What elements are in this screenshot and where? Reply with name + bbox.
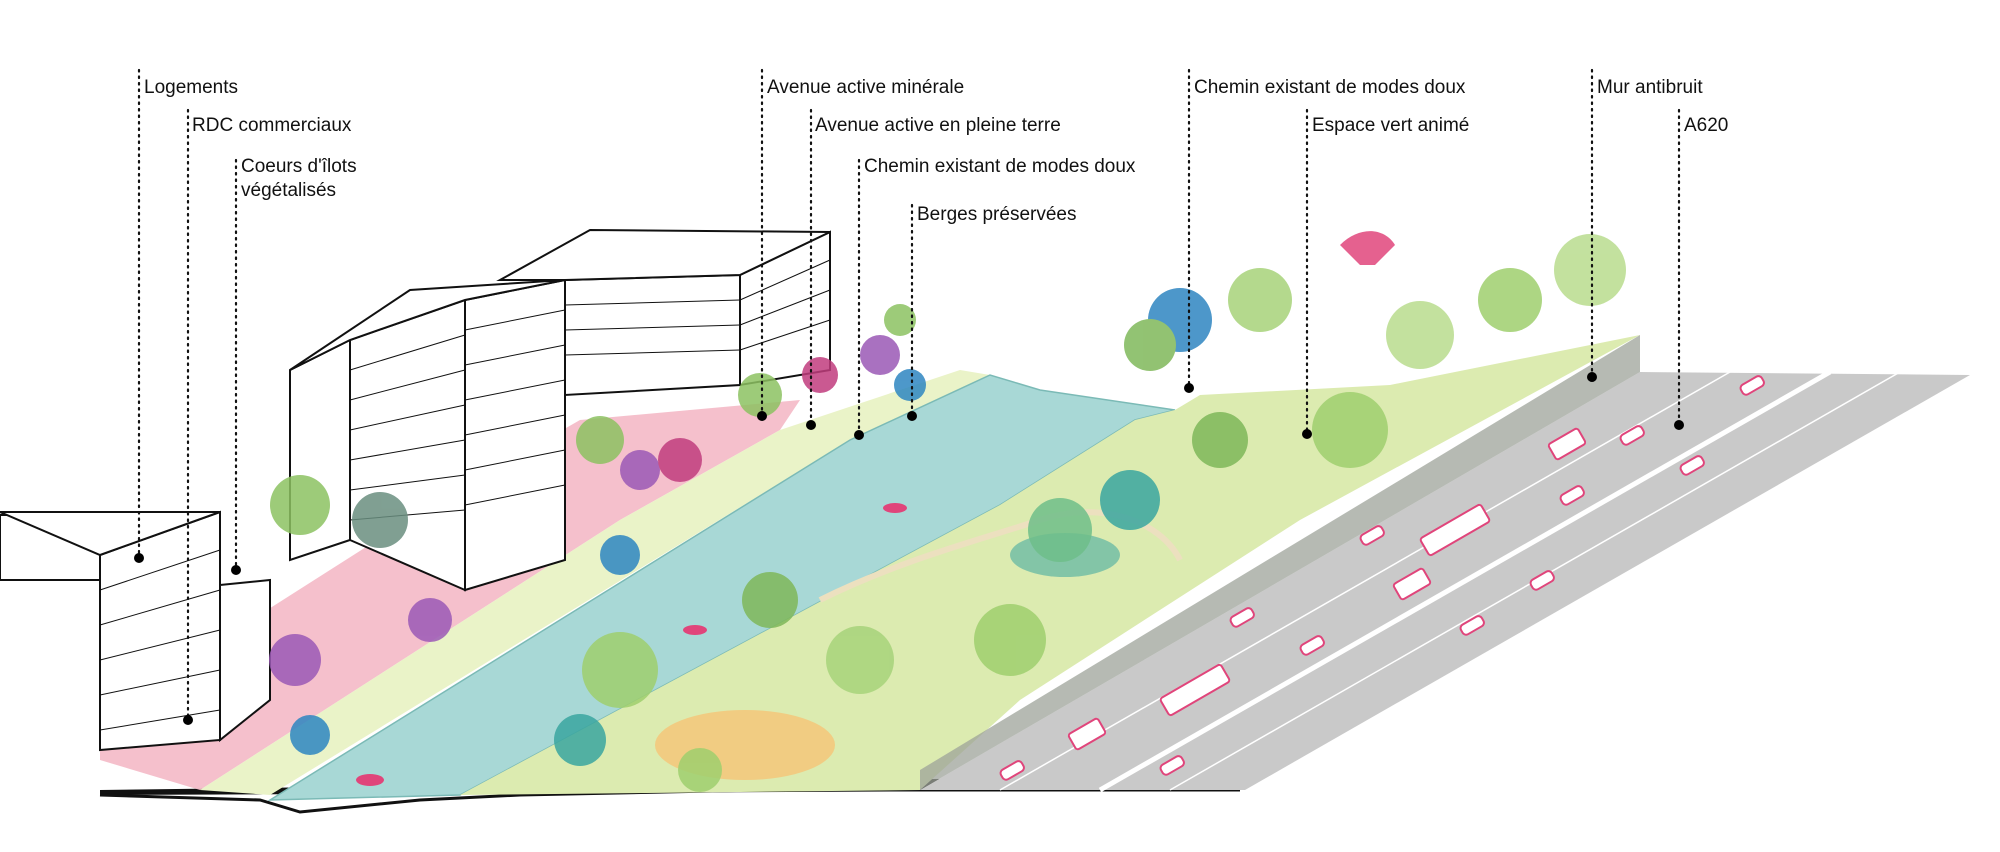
tree: [554, 714, 606, 766]
label-berges: Berges préservées: [907, 203, 1076, 421]
tree: [1028, 498, 1092, 562]
tree: [620, 450, 660, 490]
tree: [742, 572, 798, 628]
building-back-roof: [496, 228, 831, 281]
tree: [1386, 301, 1454, 369]
label-espace-vert-text: Espace vert animé: [1312, 115, 1469, 136]
label-logements-text: Logements: [144, 77, 238, 98]
tree: [894, 369, 926, 401]
tree: [1478, 268, 1542, 332]
boat: [883, 503, 907, 513]
tree: [408, 598, 452, 642]
car: [1679, 455, 1705, 476]
car: [1229, 607, 1255, 628]
annotations: Logements RDC commerciaux Coeurs d'îlots…: [134, 68, 1728, 725]
car: [1299, 635, 1325, 656]
tree: [658, 438, 702, 482]
car: [1359, 525, 1385, 546]
car: [1459, 615, 1485, 636]
paraglider: [1340, 231, 1395, 265]
tree: [678, 748, 722, 792]
label-avenue-minerale-text: Avenue active minérale: [767, 77, 964, 98]
tree: [1100, 470, 1160, 530]
label-chemin-2: Chemin existant de modes doux: [1184, 68, 1466, 393]
tree: [826, 626, 894, 694]
building-left-roof: [0, 511, 221, 557]
label-avenue-pleine-terre-text: Avenue active en pleine terre: [815, 115, 1061, 136]
label-coeurs: Coeurs d'îlots végétalisés: [231, 156, 357, 575]
car: [1529, 570, 1555, 591]
label-espace-vert: Espace vert animé: [1302, 108, 1469, 439]
label-mur: Mur antibruit: [1587, 68, 1703, 382]
vehicles: [999, 375, 1765, 781]
tree: [884, 304, 916, 336]
tree: [1554, 234, 1626, 306]
label-chemin-2-text: Chemin existant de modes doux: [1194, 77, 1466, 98]
tree: [582, 632, 658, 708]
building-mid-roof: [289, 279, 566, 371]
label-avenue-minerale: Avenue active minérale: [757, 68, 964, 421]
tree: [1312, 392, 1388, 468]
highway-median: [1098, 369, 1832, 793]
label-logements: Logements: [134, 68, 238, 563]
boat: [683, 625, 707, 635]
tree: [600, 535, 640, 575]
van: [1547, 427, 1587, 461]
van: [1392, 567, 1432, 601]
tree: [269, 634, 321, 686]
tree: [1124, 319, 1176, 371]
tree: [1228, 268, 1292, 332]
tree: [352, 492, 408, 548]
label-chemin-1-text: Chemin existant de modes doux: [864, 156, 1136, 177]
car: [1739, 375, 1765, 396]
tree: [270, 475, 330, 535]
trees: [269, 234, 1626, 792]
building-back-front: [564, 273, 741, 397]
boats: [356, 503, 907, 786]
car: [1067, 717, 1107, 751]
building-left-low: [219, 578, 271, 743]
tree: [576, 416, 624, 464]
pink-plaza-strip: [100, 400, 800, 790]
car: [999, 760, 1025, 781]
tree: [290, 715, 330, 755]
car: [1159, 755, 1185, 776]
label-a620-text: A620: [1684, 115, 1728, 136]
tree: [802, 357, 838, 393]
highway-lane: [999, 371, 1731, 791]
label-a620: A620: [1674, 108, 1728, 430]
label-coeurs-line2: végétalisés: [241, 180, 336, 201]
boat: [356, 774, 384, 786]
car: [1619, 425, 1645, 446]
label-coeurs-line1: Coeurs d'îlots: [241, 156, 357, 177]
building-mid-front: [349, 298, 466, 592]
avenue-strip: [200, 370, 990, 795]
label-chemin-1: Chemin existant de modes doux: [854, 156, 1136, 440]
bus: [1419, 503, 1491, 557]
noise-wall: [920, 335, 1640, 790]
label-mur-text: Mur antibruit: [1597, 77, 1703, 98]
tree: [860, 335, 900, 375]
label-rdc-text: RDC commerciaux: [192, 115, 352, 136]
bus: [1159, 663, 1231, 717]
car: [1559, 485, 1585, 506]
label-berges-text: Berges préservées: [917, 204, 1076, 225]
label-rdc: RDC commerciaux: [183, 108, 352, 725]
label-avenue-pleine-terre: Avenue active en pleine terre: [806, 108, 1061, 430]
tree: [974, 604, 1046, 676]
tree: [738, 373, 782, 417]
building-floor-lines: [99, 259, 831, 731]
tree: [1192, 412, 1248, 468]
